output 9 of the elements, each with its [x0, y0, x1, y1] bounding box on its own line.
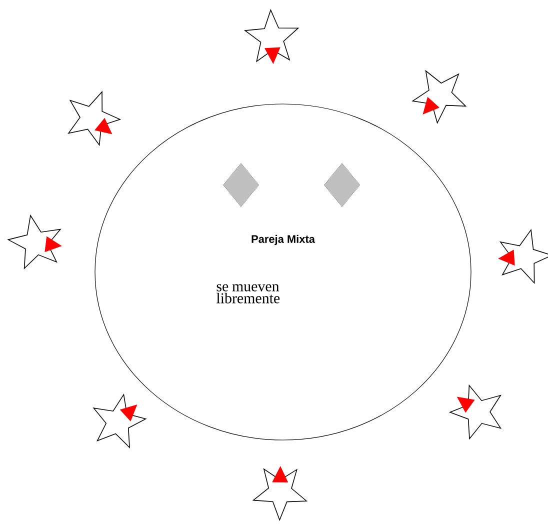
diamond — [222, 162, 260, 208]
diamond — [324, 162, 360, 208]
star — [412, 70, 467, 124]
star — [68, 90, 122, 146]
circle — [94, 104, 472, 440]
note-text: se mueven libremente — [216, 284, 280, 304]
star — [498, 228, 548, 284]
star — [92, 394, 147, 448]
pair-label: Pareja Mixta — [252, 234, 316, 246]
